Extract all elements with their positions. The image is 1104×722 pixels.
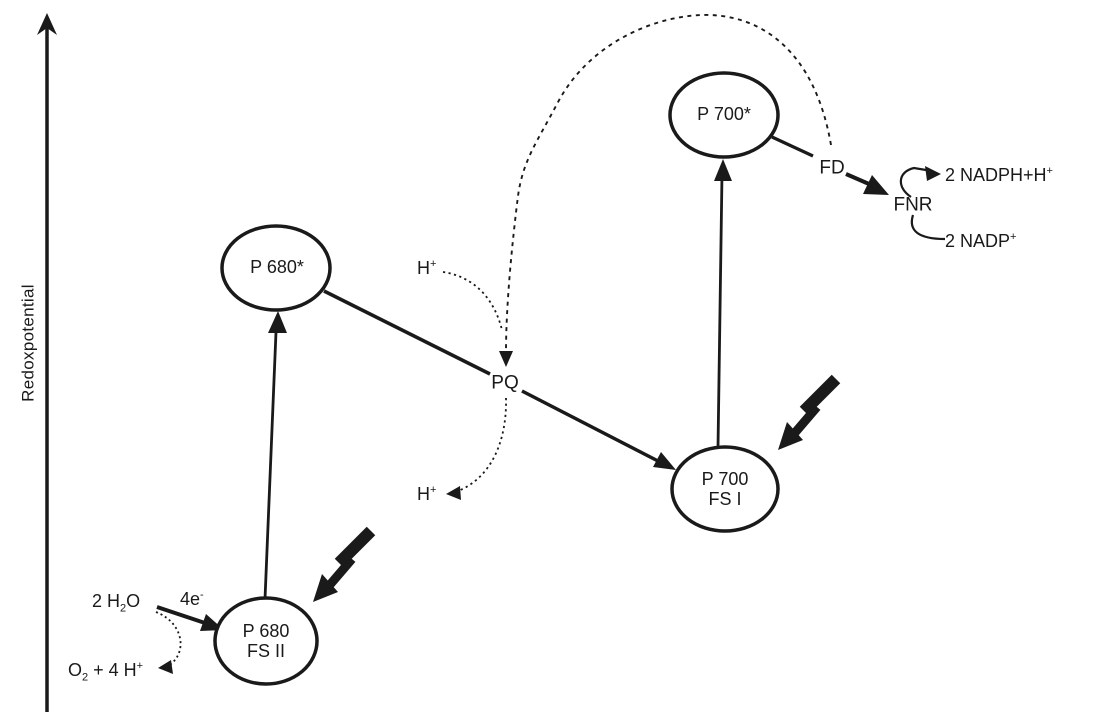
water-to-oxygen-dotted-arc xyxy=(155,611,182,665)
electron-line-p680star-to-pq xyxy=(323,289,491,376)
nadp-substrate-arc xyxy=(910,214,946,241)
lightning-icon xyxy=(313,526,376,602)
nadph-product-arc xyxy=(899,166,927,198)
electron-line-pq-to-ps1 xyxy=(521,389,659,463)
proton-uptake-dotted-arc xyxy=(442,271,503,331)
p700-excited-label: P 700* xyxy=(697,104,751,125)
electron-arrowhead-ps1-icon xyxy=(653,452,676,470)
p680-excited-label: P 680* xyxy=(250,257,304,278)
excitation-arrow-ps2-line xyxy=(263,331,278,600)
p680-excited-ellipse xyxy=(220,224,332,312)
proton-top-label: H+ xyxy=(417,258,437,279)
water-label: 2 H2O xyxy=(92,591,141,615)
p700-fs1-ellipse xyxy=(670,445,780,533)
excitation-arrow-ps1-head-icon xyxy=(714,159,732,181)
cyclic-arc-arrowhead-down-icon xyxy=(499,351,513,367)
p700-fs1-label: P 700 FS I xyxy=(701,469,749,509)
proton-release-dotted-arc xyxy=(457,397,507,492)
excitation-arrow-ps1-line xyxy=(716,173,724,448)
oxygen-arrowhead-left-icon xyxy=(158,660,173,674)
proton-release-arrowhead-left-icon xyxy=(446,486,461,500)
electron-line-fd-to-fnr xyxy=(845,172,870,186)
cyclic-electron-dashed-arc xyxy=(505,14,832,353)
fd-label: FD xyxy=(819,157,845,179)
proton-bottom-label: H+ xyxy=(417,484,437,505)
nadph-arrowhead-right-icon xyxy=(925,166,941,181)
axis-label: Redoxpotential xyxy=(18,284,38,402)
nadp-label: 2 NADP+ xyxy=(945,231,1017,252)
fnr-label: FNR xyxy=(893,194,933,216)
axis-arrowhead-up-icon xyxy=(37,13,57,35)
fd-fnr-arrowhead-icon xyxy=(863,175,889,195)
pq-label: PQ xyxy=(491,372,519,394)
electron-line-p700star-to-fd xyxy=(771,135,814,158)
nadph-label: 2 NADPH+H+ xyxy=(945,165,1053,186)
p680-fs2-ellipse xyxy=(213,596,319,686)
lightning-icon xyxy=(778,374,841,450)
excitation-arrow-ps2-head-icon xyxy=(268,311,287,333)
water-electron-line xyxy=(156,605,206,625)
p680-fs2-label: P 680 FS II xyxy=(242,621,290,661)
oxygen-label: O2 + 4 H+ xyxy=(68,660,144,684)
electrons-label: 4e- xyxy=(180,589,204,610)
p700-excited-ellipse xyxy=(668,71,780,159)
